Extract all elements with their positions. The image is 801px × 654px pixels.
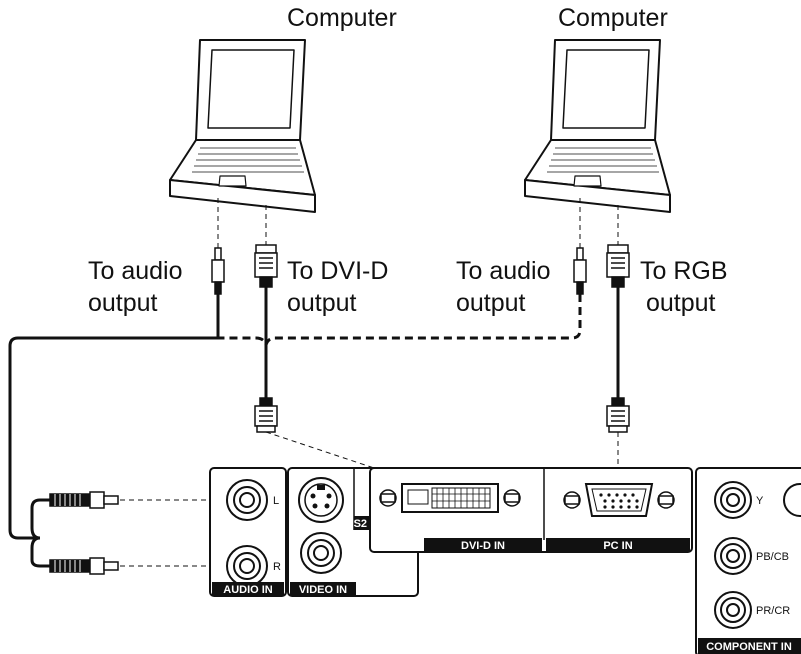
audio-in-label: AUDIO IN — [223, 584, 273, 596]
audio-left-label-2: output — [88, 289, 158, 317]
component-pr-label: PR/CR — [756, 605, 790, 617]
component-in-panel: Y PB/CB PR/CR COMPONENT IN — [695, 467, 801, 654]
dvi-plug-bottom-icon — [254, 397, 278, 433]
audio-cable-left — [8, 294, 220, 540]
rgb-plug-top-icon — [606, 244, 630, 288]
audio-plug-right-icon — [573, 247, 587, 295]
audio-right-label-2: output — [456, 289, 526, 317]
pc-port[interactable] — [563, 483, 675, 517]
pc-in-label: PC IN — [603, 540, 632, 552]
dvi-d-port[interactable] — [379, 483, 521, 513]
dvi-label-2: output — [287, 289, 357, 317]
audio-plug-left-icon — [211, 247, 225, 295]
rca-plug-l-icon — [49, 491, 119, 509]
audio-right-label-1: To audio — [456, 257, 551, 285]
dvi-d-in-label: DVI-D IN — [461, 540, 505, 552]
rca-plug-r-icon — [49, 557, 119, 575]
laptop-left-icon — [169, 39, 316, 213]
dvi-plug-top-icon — [254, 244, 278, 288]
computer-right-label: Computer — [558, 4, 668, 32]
audio-r-label: R — [273, 561, 281, 573]
dvi-pc-panel: DVI-D IN PC IN — [369, 467, 693, 553]
component-in-label: COMPONENT IN — [706, 641, 792, 653]
audio-l-label: L — [273, 495, 279, 507]
audio-cable-split — [30, 498, 50, 568]
component-y-label: Y — [756, 495, 764, 507]
video-in-label: VIDEO IN — [299, 584, 347, 596]
laptop-right-icon — [524, 39, 671, 213]
rgb-label-2: output — [646, 289, 716, 317]
dvi-label-1: To DVI-D — [287, 257, 388, 285]
audio-left-label-1: To audio — [88, 257, 183, 285]
audio-in-panel: L R AUDIO IN — [209, 467, 287, 597]
audio-cable-right-dashed — [218, 294, 582, 351]
computer-left-label: Computer — [287, 4, 397, 32]
rgb-label-1: To RGB — [640, 257, 728, 285]
laptop-connection-lines — [217, 198, 619, 248]
rgb-plug-bottom-icon — [606, 397, 630, 433]
component-pb-label: PB/CB — [756, 551, 789, 563]
